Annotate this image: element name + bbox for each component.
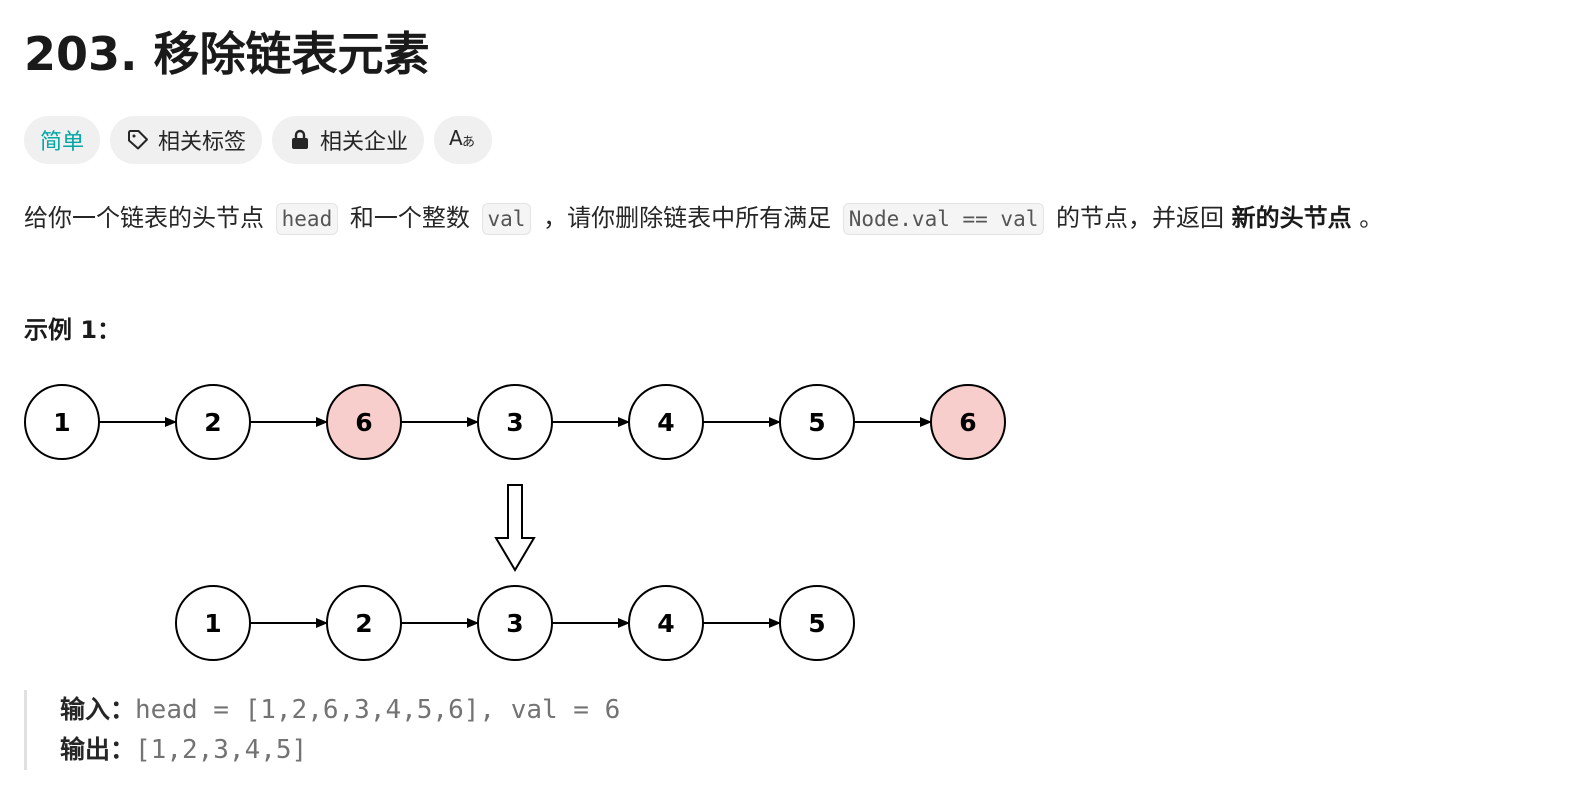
translate-icon: A あ — [448, 124, 478, 156]
code-condition: Node.val == val — [842, 203, 1045, 235]
translate-button[interactable]: A あ — [434, 116, 493, 164]
after-node-3 — [477, 585, 553, 661]
before-node-label-2: 2 — [204, 408, 221, 437]
before-node-label-5: 4 — [657, 408, 674, 437]
after-node-label-3: 3 — [506, 609, 523, 638]
svg-text:あ: あ — [462, 135, 475, 150]
after-node-label-2: 2 — [355, 609, 372, 638]
after-node-5 — [779, 585, 855, 661]
before-node-1 — [24, 384, 100, 460]
before-node-label-7: 6 — [959, 408, 976, 437]
input-value: head = [1,2,6,3,4,5,6], val = 6 — [135, 695, 621, 725]
lock-icon — [288, 128, 312, 152]
before-node-6 — [779, 384, 855, 460]
problem-description: 给你一个链表的头节点 head 和一个整数 val ，请你删除链表中所有满足 N… — [24, 196, 1383, 241]
output-value: [1,2,3,4,5] — [135, 735, 308, 765]
before-node-label-1: 1 — [53, 408, 70, 437]
difficulty-badge: 简单 — [24, 116, 101, 164]
tag-icon — [126, 128, 150, 152]
after-node-label-5: 5 — [808, 609, 825, 638]
problem-title: 203. 移除链表元素 — [24, 27, 430, 81]
after-node-label-1: 1 — [204, 609, 221, 638]
before-node-4 — [477, 384, 553, 460]
before-node-label-3: 6 — [355, 408, 372, 437]
transform-arrow-icon — [494, 484, 536, 572]
code-val: val — [481, 203, 532, 235]
code-head: head — [275, 203, 339, 235]
example-io: 输入：head = [1,2,6,3,4,5,6], val = 6 输出：[1… — [24, 690, 620, 770]
before-node-7 — [930, 384, 1006, 460]
before-node-label-4: 3 — [506, 408, 523, 437]
output-label: 输出： — [60, 735, 136, 764]
after-node-label-4: 4 — [657, 609, 674, 638]
after-node-2 — [326, 585, 402, 661]
list-before: 1 2 6 3 4 5 6 — [24, 384, 1006, 460]
example-output: 输出：[1,2,3,4,5] — [60, 730, 620, 770]
related-companies-button[interactable]: 相关企业 — [272, 116, 425, 164]
before-node-5 — [628, 384, 704, 460]
before-node-2 — [175, 384, 251, 460]
before-node-label-6: 5 — [808, 408, 825, 437]
problem-tags: 简单 相关标签 相关企业 A — [24, 116, 493, 164]
input-label: 输入： — [60, 695, 136, 724]
svg-text:A: A — [449, 126, 463, 150]
after-node-4 — [628, 585, 704, 661]
difficulty-label: 简单 — [40, 130, 85, 155]
list-after: 1 2 3 4 5 — [175, 585, 855, 661]
bold-new-head: 新的头节点 — [1231, 204, 1352, 232]
related-companies-label: 相关企业 — [320, 130, 409, 155]
before-node-3 — [326, 384, 402, 460]
example-title: 示例 1： — [24, 316, 122, 344]
linked-list-diagram: 1 2 6 3 4 5 6 1 2 3 4 5 — [24, 384, 1006, 661]
example-input: 输入：head = [1,2,6,3,4,5,6], val = 6 — [60, 690, 620, 730]
after-node-1 — [175, 585, 251, 661]
related-topics-button[interactable]: 相关标签 — [110, 116, 263, 164]
related-topics-label: 相关标签 — [158, 130, 247, 155]
